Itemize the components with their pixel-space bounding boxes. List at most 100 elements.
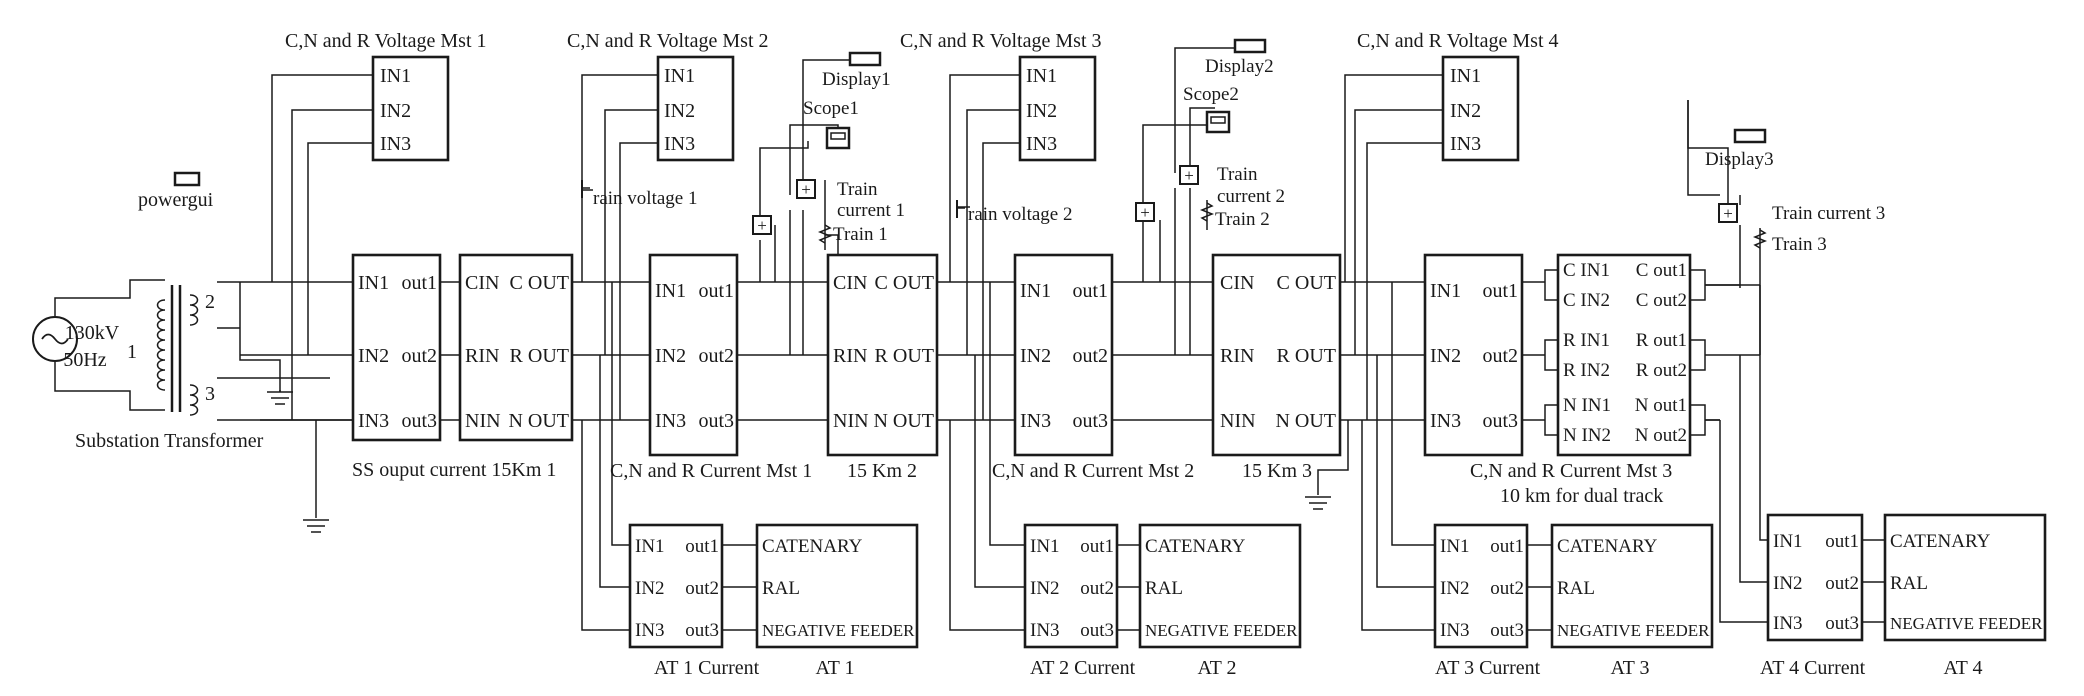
at-1-label: AT 1 — [815, 657, 854, 679]
current-sensor-3[interactable]: + Train current 3 — [1718, 203, 1885, 224]
plus-icon: + — [1184, 166, 1194, 185]
port-label: IN3 — [1440, 620, 1470, 641]
port-label: IN2 — [1430, 345, 1461, 367]
port-label: IN2 — [1026, 100, 1057, 122]
at-3-block[interactable]: CATENARY RAL NEGATIVE FEEDER AT 3 — [1550, 523, 1714, 679]
port-label: C IN1 — [1563, 260, 1610, 281]
port-label: R OUT — [875, 345, 934, 367]
port-label: R OUT — [510, 345, 569, 367]
voltage-mst-4-block[interactable]: IN1 IN2 IN3 C,N and R Voltage Mst 4 — [1357, 30, 1559, 162]
port-label: out3 — [401, 410, 437, 432]
port-label: out2 — [1490, 578, 1524, 599]
port-label: IN3 — [1773, 613, 1803, 634]
voltage-mst-1-block[interactable]: IN1 IN2 IN3 C,N and R Voltage Mst 1 — [285, 30, 487, 162]
train-current-3-label: Train current 3 — [1772, 203, 1885, 224]
train-current-2-label: current 2 — [1217, 186, 1285, 207]
train-voltage-2[interactable]: rain voltage 2 — [956, 200, 1072, 225]
port-label: RAL — [762, 578, 800, 599]
plus-icon: + — [1140, 203, 1150, 222]
train-current-1-label: Train — [837, 179, 878, 200]
port-label: out3 — [1072, 410, 1108, 432]
port-label: IN2 — [1773, 573, 1803, 594]
port-label: out1 — [1080, 536, 1114, 557]
at-2-current-label: AT 2 Current — [1030, 657, 1136, 679]
port-label: C OUT — [875, 272, 934, 294]
port-label: out1 — [1482, 280, 1518, 302]
at-4-block[interactable]: CATENARY RAL NEGATIVE FEEDER AT 4 — [1883, 513, 2047, 679]
port-label: N out1 — [1635, 395, 1687, 416]
port-label: IN3 — [1026, 133, 1057, 155]
at-1-current-label: AT 1 Current — [654, 657, 760, 679]
at-3-current-label: AT 3 Current — [1435, 657, 1541, 679]
scope-2[interactable]: Scope2 — [1183, 84, 1239, 134]
voltage-mst-2-block[interactable]: IN1 IN2 IN3 C,N and R Voltage Mst 2 — [567, 30, 769, 162]
port-label: IN2 — [380, 100, 411, 122]
scope-1-label: Scope1 — [803, 98, 859, 119]
port-label: out2 — [1080, 578, 1114, 599]
display-2[interactable]: Display2 — [1205, 38, 1274, 77]
port-label: out1 — [401, 272, 437, 294]
port-label: CATENARY — [1557, 536, 1658, 557]
wires — [54, 47, 1885, 631]
voltage-mst-2-label: C,N and R Voltage Mst 2 — [567, 30, 769, 52]
port-label: RAL — [1557, 578, 1595, 599]
port-label: N out2 — [1635, 425, 1687, 446]
train-voltage-1-label: rain voltage 1 — [593, 188, 697, 209]
substation-transformer[interactable]: 2 1 3 Substation Transformer — [75, 285, 264, 452]
scope-1[interactable]: Scope1 — [803, 98, 859, 150]
line-section-2-block[interactable]: CIN RIN NIN C OUT R OUT N OUT 15 Km 2 — [826, 253, 939, 482]
at-1-current-block[interactable]: IN1 IN2 IN3 out1 out2 out3 AT 1 Current — [628, 523, 760, 679]
display-3[interactable]: Display3 — [1705, 128, 1774, 170]
line-section-1-block[interactable]: CIN RIN NIN C OUT R OUT N OUT — [458, 253, 574, 442]
port-label: IN3 — [655, 410, 686, 432]
train-1-load[interactable]: Train 1 — [817, 224, 888, 245]
current-mst-1-block[interactable]: IN1 IN2 IN3 out1 out2 out3 C,N and R Cur… — [610, 253, 812, 482]
current-mst-2-label: C,N and R Current Mst 2 — [992, 460, 1194, 482]
ss-output-current-block[interactable]: IN1 IN2 IN3 out1 out2 out3 SS ouput curr… — [351, 253, 556, 481]
train-2-load[interactable]: Train 2 — [1199, 202, 1270, 230]
port-label: IN1 — [1430, 280, 1461, 302]
display-2-label: Display2 — [1205, 56, 1274, 77]
ac-source[interactable]: 130kV 50Hz — [32, 316, 120, 371]
current-sensor-1[interactable]: + + Train current 1 — [752, 179, 905, 235]
port-label: N OUT — [1275, 410, 1336, 432]
section-2-label: 15 Km 2 — [847, 460, 917, 482]
dual-track-block[interactable]: C IN1 C IN2 R IN1 R IN2 N IN1 N IN2 C ou… — [1500, 253, 1692, 507]
current-sensor-2[interactable]: + + Train current 2 — [1135, 164, 1285, 222]
at-1-block[interactable]: CATENARY RAL NEGATIVE FEEDER AT 1 — [755, 523, 919, 679]
port-label: C IN2 — [1563, 290, 1610, 311]
port-label: IN1 — [635, 536, 665, 557]
current-mst-1-label: C,N and R Current Mst 1 — [610, 460, 812, 482]
port-label: IN2 — [664, 100, 695, 122]
port-label: N OUT — [508, 410, 569, 432]
display-1[interactable]: Display1 — [822, 51, 891, 90]
train-3-load[interactable]: Train 3 — [1752, 229, 1827, 255]
train-3-label: Train 3 — [1772, 234, 1827, 255]
train-voltage-1[interactable]: rain voltage 1 — [581, 180, 697, 209]
current-mst-2-block[interactable]: IN1 IN2 IN3 out1 out2 out3 C,N and R Cur… — [992, 253, 1194, 482]
at-2-label: AT 2 — [1197, 657, 1236, 679]
line-section-3-block[interactable]: CIN RIN NIN C OUT R OUT N OUT 15 Km 3 — [1211, 253, 1342, 482]
voltage-mst-3-block[interactable]: IN1 IN2 IN3 C,N and R Voltage Mst 3 — [900, 30, 1102, 162]
current-mst-3-label: C,N and R Current Mst 3 — [1470, 460, 1672, 482]
port-label: IN1 — [664, 65, 695, 87]
port-label: RAL — [1890, 573, 1928, 594]
current-mst-3-block[interactable]: IN1 IN2 IN3 out1 out2 out3 C,N and R Cur… — [1423, 253, 1672, 482]
at-4-current-block[interactable]: IN1 IN2 IN3 out1 out2 out3 AT 4 Current — [1760, 513, 1866, 679]
at-2-block[interactable]: CATENARY RAL NEGATIVE FEEDER AT 2 — [1138, 523, 1302, 679]
transformer-label: Substation Transformer — [75, 430, 264, 452]
port-label: out2 — [698, 345, 734, 367]
port-label: out3 — [685, 620, 719, 641]
port-label: out3 — [1490, 620, 1524, 641]
at-2-current-block[interactable]: IN1 IN2 IN3 out1 out2 out3 AT 2 Current — [1023, 523, 1136, 679]
port-label: IN3 — [1430, 410, 1461, 432]
powergui-block[interactable]: powergui — [138, 171, 214, 211]
at-3-current-block[interactable]: IN1 IN2 IN3 out1 out2 out3 AT 3 Current — [1433, 523, 1541, 679]
port-label: RIN — [1220, 345, 1254, 367]
port-label: IN3 — [1020, 410, 1051, 432]
port-label: NEGATIVE FEEDER — [762, 621, 915, 640]
at-4-label: AT 4 — [1943, 657, 1982, 679]
train-current-1-label: current 1 — [837, 200, 905, 221]
